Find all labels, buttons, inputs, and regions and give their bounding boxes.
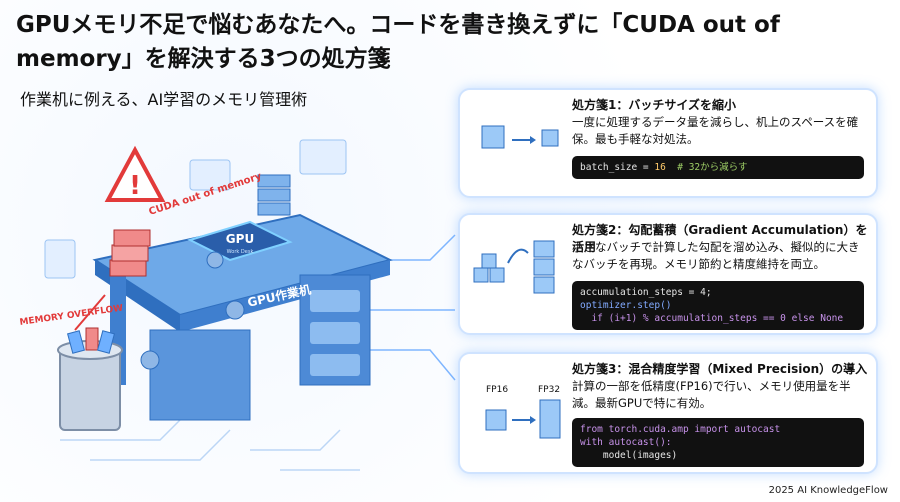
- svg-text:!: !: [129, 171, 141, 201]
- gpu-label: GPU: [226, 232, 254, 246]
- code-line: model(images): [580, 450, 678, 461]
- gear-icon: [206, 251, 224, 269]
- code-line: accumulation_steps = 4;: [580, 287, 712, 298]
- code-line: with autocast():: [580, 437, 672, 448]
- prescription-card-3: FP16 FP32 処方箋3：混合精度学習（Mixed Precision）の導…: [458, 352, 878, 474]
- card-1-heading: 処方箋1：バッチサイズを縮小: [572, 98, 736, 112]
- code-comment: # 32から減らす: [665, 162, 748, 173]
- page-title: GPUメモリ不足で悩むあなたへ。コードを書き換えずに「CUDA out of m…: [16, 12, 780, 72]
- gpu-chip: GPU Work Desk: [187, 220, 293, 262]
- gear-icon: [225, 300, 245, 320]
- fp16-label: FP16: [486, 385, 508, 395]
- trash-can-icon: [57, 327, 123, 431]
- card-2-code: accumulation_steps = 4;optimizer.step() …: [572, 281, 864, 330]
- prescription-card-1: 処方箋1：バッチサイズを縮小 一度に処理するデータ量を減らし、机上のスペースを確…: [458, 88, 878, 198]
- gear-icon: [140, 350, 160, 370]
- desk-front-panel: [149, 329, 251, 421]
- mixed-precision-icon: FP16 FP32: [485, 385, 561, 439]
- code-number: 16: [654, 162, 666, 173]
- fp32-label: FP32: [538, 385, 560, 395]
- code-line: optimizer.step(): [580, 300, 672, 311]
- gpu-desk-illustration: GPU Work Desk GPU作業机 ! CUDA out of memor…: [19, 139, 456, 471]
- card-1-code: batch_size = 16 # 32から減らす: [572, 156, 864, 179]
- overflow-text: MEMORY OVERFLOW: [19, 304, 124, 328]
- card-3-code: from torch.cuda.amp import autocast with …: [572, 418, 864, 467]
- memory-overflow-blocks: [109, 229, 151, 277]
- card-1-body: 一度に処理するデータ量を減らし、机上のスペースを確保。最も手軽な対処法。: [572, 115, 859, 146]
- footer-credit: 2025 AI KnowledgeFlow: [768, 485, 888, 496]
- card-3-body: 計算の一部を低精度(FP16)で行い、メモリ使用量を半減。最新GPUで特に有効。: [572, 379, 851, 410]
- card-2-heading: 処方箋2：勾配蓄積（Gradient Accumulation）を活用: [572, 223, 868, 254]
- code-text: batch_size =: [580, 162, 655, 173]
- warning-icon: !: [104, 145, 166, 202]
- card-2-body: 小さなバッチで計算した勾配を溜め込み、擬似的に大きなバッチを再現。メモリ節約と精…: [572, 240, 860, 271]
- prescription-card-2: 処方箋2：勾配蓄積（Gradient Accumulation）を活用 小さなバ…: [458, 213, 878, 335]
- batch-reduce-icon: [481, 125, 559, 149]
- gradient-accumulation-icon: [473, 240, 555, 294]
- gpu-sublabel: Work Desk: [227, 249, 254, 255]
- overflow-arrow: [74, 294, 106, 331]
- code-line: from torch.cuda.amp import autocast: [580, 424, 781, 435]
- server-stack-icon: [257, 174, 291, 216]
- code-line: if (i+1) % accumulation_steps == 0 else …: [580, 313, 844, 324]
- card-3-heading: 処方箋3：混合精度学習（Mixed Precision）の導入: [572, 362, 868, 376]
- hologram-screens: [44, 139, 347, 279]
- page-subtitle: 作業机に例える、AI学習のメモリ管理術: [20, 90, 308, 109]
